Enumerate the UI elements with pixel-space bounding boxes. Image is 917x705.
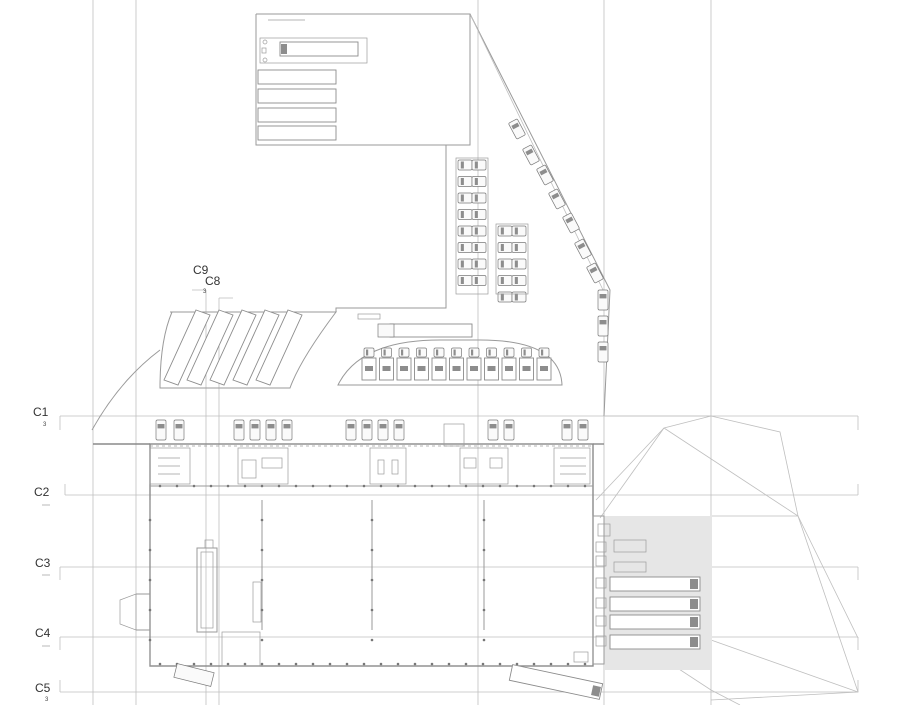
upper-parking-lot [170,13,471,313]
parked-car [597,289,609,311]
parked-car [548,188,566,210]
parked-car [521,347,532,358]
bus-loop [91,309,473,431]
parked-car [511,242,527,253]
section-label-c2: C2 [34,485,50,499]
parked-car [497,225,513,237]
parked-car [597,315,609,337]
parked-car [451,347,462,358]
parked-car [508,118,526,140]
parked-car [345,419,357,441]
parked-car [497,291,513,303]
loading-yard [573,515,712,670]
parked-car [471,159,487,171]
parked-car [522,144,540,166]
parked-car [471,258,487,270]
dropoff-parking [337,339,563,386]
parked-car [511,258,527,270]
parked-car [249,419,261,441]
sheet-ref-c8: 3 [203,289,207,295]
section-label-c1: C1 [33,405,49,419]
parked-car [574,238,592,260]
parked-car [597,341,609,363]
car-parking-cluster [455,157,529,303]
parked-car [457,192,473,204]
parked-car [457,225,473,237]
parked-car [173,419,185,441]
parked-car [471,192,487,204]
parked-car [233,419,245,441]
parked-car [381,347,392,358]
parked-car [393,419,405,441]
parked-car [363,347,375,358]
boundary-parking [508,118,609,363]
parked-car [155,419,167,441]
parked-car [457,258,473,270]
parked-car [361,419,373,441]
parked-car [487,419,499,441]
site-boundary [469,13,859,705]
parked-car [471,242,487,253]
parked-car [471,275,487,286]
structural-columns [148,484,587,666]
sheet-ref-c5: 3 [45,697,49,703]
lower-vehicles [173,663,604,700]
section-lines [59,289,859,705]
parked-car [457,176,473,187]
warehouse-building [93,423,604,667]
parked-car [486,347,497,358]
section-label-c3: C3 [35,556,51,570]
parked-car [457,275,473,286]
parked-car [538,347,550,358]
parked-car [457,209,473,220]
parked-car [457,159,473,171]
parked-car [511,291,527,303]
section-label-c9: C9 [193,263,209,277]
section-label-c5: C5 [35,681,51,695]
parked-car [511,275,527,286]
parked-car [497,258,513,270]
section-label-c8: C8 [205,274,221,288]
parked-car [497,275,513,286]
section-label-c4: C4 [35,626,51,640]
sheet-ref-c1: 3 [43,422,47,428]
parked-car [562,212,580,234]
parked-car [281,419,293,441]
parked-car [468,347,480,358]
parked-car [503,347,515,358]
parked-car [503,419,515,441]
parked-car [497,242,513,253]
parked-car [471,176,487,187]
parked-car [433,347,445,358]
parked-car [471,225,487,237]
parked-car [536,164,554,186]
parked-car [471,209,487,220]
front-parking-row [155,419,589,441]
parked-car [377,419,389,441]
parked-car [265,419,277,441]
parked-car [398,347,410,358]
parked-car [457,242,473,253]
section-labels: C9 C8 3 C1 3 C2 C3 C4 C5 3 [33,263,221,703]
parked-car [416,347,427,358]
parked-car [577,419,589,441]
parked-car [511,225,527,237]
parked-car [586,262,604,284]
parked-car [561,419,573,441]
